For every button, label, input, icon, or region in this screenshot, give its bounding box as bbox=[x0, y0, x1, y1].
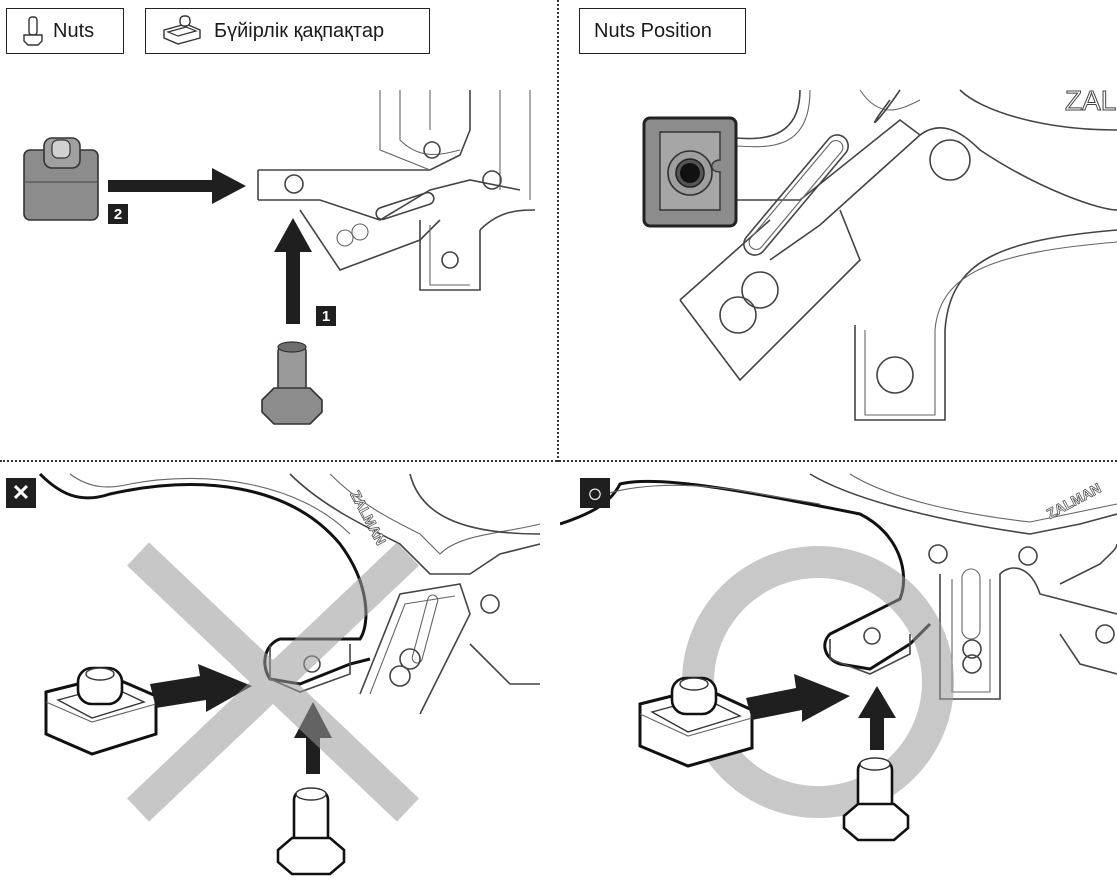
side-cap-part bbox=[23, 137, 99, 221]
nut-part bbox=[842, 757, 910, 842]
wrong-x-overlay bbox=[126, 542, 420, 822]
wrong-mark-icon: ✕ bbox=[6, 478, 36, 508]
arrow-right-icon bbox=[746, 674, 850, 722]
nut-part bbox=[261, 341, 323, 425]
side-cap-part bbox=[638, 676, 754, 768]
nut-icon bbox=[21, 15, 45, 47]
brand-logo-partial: ZAL bbox=[1065, 85, 1116, 116]
step-1-badge: 1 bbox=[316, 306, 336, 326]
arrow-right-icon bbox=[108, 168, 246, 204]
side-cap-part bbox=[44, 666, 158, 756]
nuts-legend: Nuts bbox=[6, 8, 124, 54]
nuts-position-label: Nuts Position bbox=[594, 19, 712, 42]
step-2-badge: 2 bbox=[108, 204, 128, 224]
arrow-right-icon bbox=[150, 664, 252, 712]
vertical-divider bbox=[557, 0, 559, 462]
mounting-bracket bbox=[679, 89, 1117, 421]
brand-logo: ZALMAN bbox=[347, 488, 389, 548]
brand-logo: ZALMAN bbox=[1044, 480, 1104, 522]
wrong-orientation-diagram: ZALMAN bbox=[38, 472, 541, 876]
arrow-up-icon bbox=[858, 686, 896, 750]
correct-mark-icon: ○ bbox=[580, 478, 610, 508]
mounting-bracket bbox=[38, 472, 541, 715]
horizontal-divider bbox=[0, 460, 1117, 462]
nuts-position-legend: Nuts Position bbox=[579, 8, 746, 54]
mounting-bracket bbox=[257, 90, 536, 291]
assembly-steps-diagram bbox=[23, 90, 536, 425]
nuts-label: Nuts bbox=[53, 19, 95, 42]
side-cap-icon bbox=[160, 14, 204, 48]
side-caps-label: Бүйірлік қақпақтар bbox=[214, 19, 385, 42]
side-caps-legend: Бүйірлік қақпақтар bbox=[145, 8, 430, 54]
side-cap-installed bbox=[642, 116, 738, 228]
nuts-position-diagram: ZAL bbox=[642, 85, 1117, 421]
correct-circle-overlay bbox=[682, 546, 954, 818]
arrow-up-icon bbox=[274, 218, 312, 324]
nut-part bbox=[276, 787, 346, 876]
mounting-bracket bbox=[560, 473, 1117, 700]
correct-orientation-diagram: ZALMAN bbox=[560, 473, 1117, 842]
